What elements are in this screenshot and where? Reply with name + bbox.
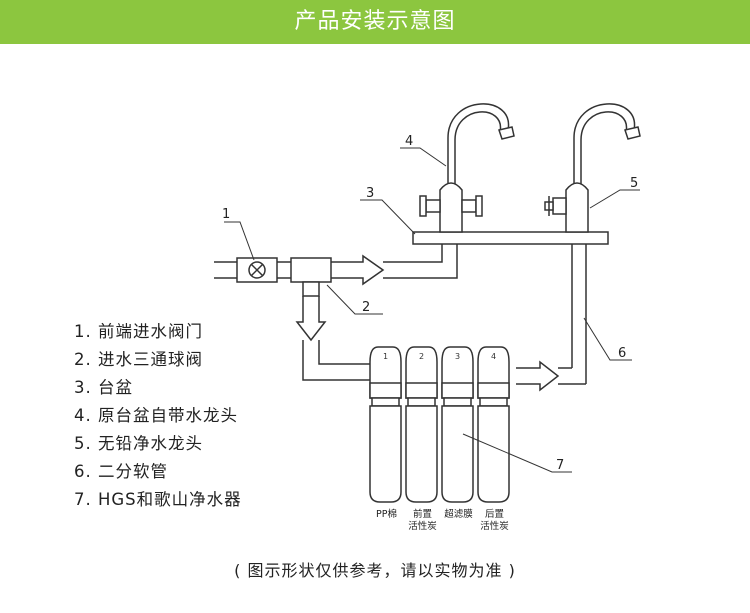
callout-2: 2 — [362, 300, 370, 315]
leader-lines — [224, 147, 640, 473]
cartridge-number: 4 — [491, 352, 496, 361]
filter-cartridge: 3 超滤膜 — [441, 346, 474, 520]
cartridge-number: 1 — [383, 352, 388, 361]
cartridge-label: 活性炭 — [408, 520, 437, 532]
legend-item: 6. 二分软管 — [74, 462, 168, 481]
cartridge-label: 超滤膜 — [444, 508, 473, 520]
cartridge-label: PP棉 — [376, 508, 397, 520]
callout-3: 3 — [366, 186, 374, 201]
callout-5: 5 — [630, 176, 638, 191]
cartridge-number: 3 — [455, 352, 460, 361]
cartridge-label: 前置 — [413, 508, 432, 520]
legend-item: 1. 前端进水阀门 — [74, 322, 203, 341]
disclaimer-note: ( 图示形状仅供参考，请以实物为准 ) — [234, 561, 516, 580]
inlet-pipe — [214, 261, 237, 279]
page-title-banner: 产品安装示意图 — [0, 0, 750, 44]
legend-item: 7. HGS和歌山净水器 — [74, 490, 242, 509]
original-faucet — [419, 103, 515, 233]
cartridge-number: 2 — [419, 352, 424, 361]
legend-item: 5. 无铅净水龙头 — [74, 434, 203, 453]
page-title: 产品安装示意图 — [294, 9, 456, 34]
lead-free-faucet — [544, 103, 641, 233]
flexible-hose — [558, 244, 587, 385]
callout-1: 1 — [222, 207, 230, 222]
flow-arrow-outlet — [516, 360, 560, 392]
legend-item: 3. 台盆 — [74, 378, 133, 397]
cartridge-label: 活性炭 — [480, 520, 509, 532]
legend-item: 4. 原台盆自带水龙头 — [74, 406, 238, 425]
flow-arrow-right — [331, 254, 385, 286]
cartridge-label: 后置 — [485, 509, 504, 520]
tee-valve — [290, 257, 332, 297]
flow-arrow-down — [295, 296, 327, 342]
countertop — [412, 231, 609, 245]
callout-7: 7 — [556, 458, 564, 473]
inlet-valve — [236, 257, 278, 283]
legend-list: 1. 前端进水阀门 2. 进水三通球阀 3. 台盆 4. 原台盆自带水龙头 5.… — [74, 318, 242, 514]
callout-4: 4 — [405, 134, 413, 149]
legend-item: 2. 进水三通球阀 — [74, 350, 203, 369]
callout-6: 6 — [618, 346, 626, 361]
